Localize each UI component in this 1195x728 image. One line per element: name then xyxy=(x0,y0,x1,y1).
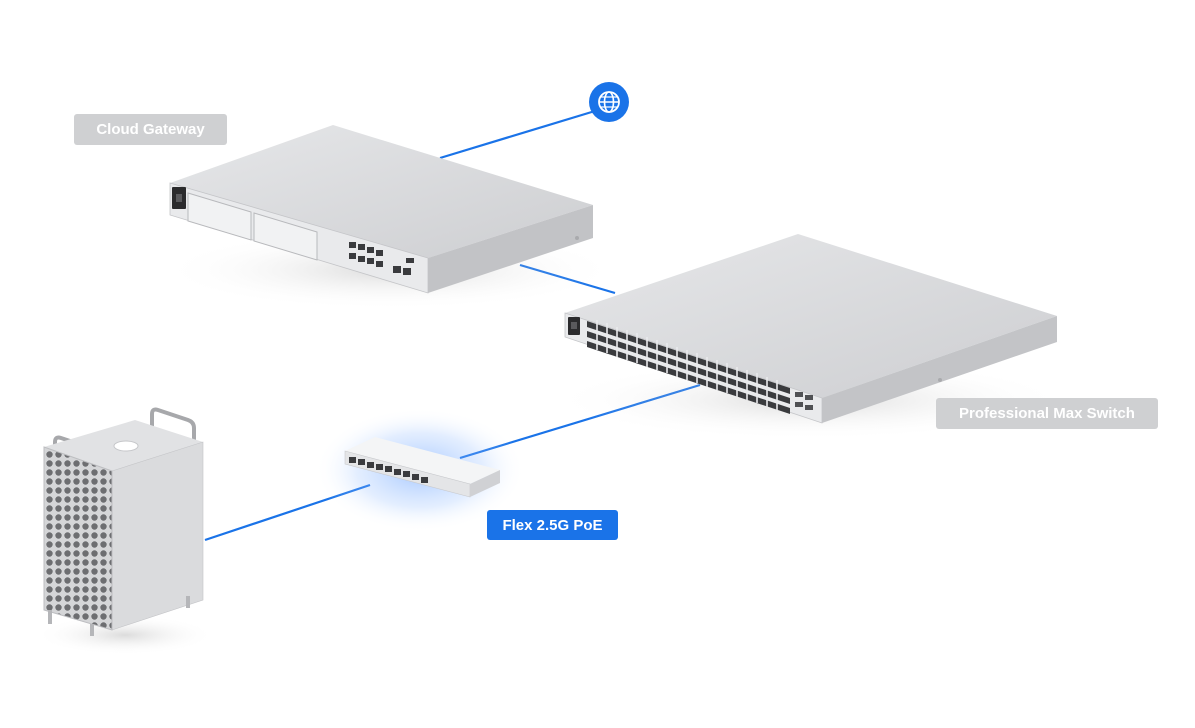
gateway-drive-bay xyxy=(253,212,318,261)
workstation-front-grille xyxy=(43,446,113,631)
globe-icon xyxy=(589,82,629,122)
gateway-ports xyxy=(349,242,414,275)
professional-max-switch-device xyxy=(550,234,1070,440)
workstation-device xyxy=(35,407,215,655)
switch-top xyxy=(565,234,1057,398)
professional-max-switch-label: Professional Max Switch xyxy=(936,398,1158,429)
flex-side xyxy=(470,470,500,497)
workstation-feet xyxy=(48,596,190,636)
flex-ports xyxy=(349,457,428,483)
gateway-side xyxy=(428,205,593,293)
switch-sfp-ports xyxy=(795,392,813,410)
cloud-gateway-device xyxy=(160,125,620,310)
gateway-drive-bay xyxy=(187,192,252,241)
link-internet-gateway xyxy=(439,109,596,160)
workstation-handle xyxy=(150,407,196,444)
gateway-top xyxy=(170,125,593,258)
cloud-gateway-label: Cloud Gateway xyxy=(74,114,227,145)
switch-side xyxy=(822,316,1057,423)
flex-switch-label: Flex 2.5G PoE xyxy=(487,510,618,540)
flex-top xyxy=(345,437,500,484)
flex-switch-device xyxy=(315,408,525,532)
